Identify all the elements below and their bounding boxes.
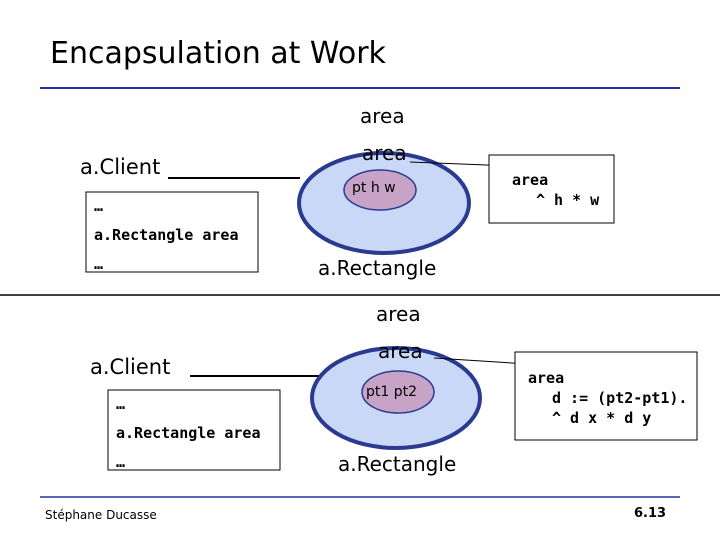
- top-object-label: a.Rectangle: [318, 256, 437, 280]
- bottom-client-line: …: [116, 395, 126, 413]
- bottom-message-inner: area: [378, 339, 423, 363]
- bottom-client-line: a.Rectangle area: [116, 424, 261, 442]
- page-number: 6.13: [634, 506, 667, 521]
- bottom-client-code: … a.Rectangle area …: [116, 390, 261, 477]
- bottom-message-link: [433, 357, 529, 365]
- bottom-method-line: ^ d x * d y: [552, 409, 652, 427]
- top-client-line: …: [94, 255, 104, 273]
- bottom-client-line: …: [116, 453, 126, 471]
- bottom-state-vars: pt1 pt2: [366, 384, 418, 400]
- top-state-vars: pt h w: [352, 180, 396, 196]
- top-method-box: [488, 154, 615, 224]
- bottom-client-label: a.Client: [90, 355, 171, 379]
- top-message-outer: area: [360, 104, 405, 128]
- top-client-line: …: [94, 197, 104, 215]
- bottom-method-box: [514, 351, 698, 441]
- bottom-object-inner: [361, 370, 435, 414]
- slide-title: Encapsulation at Work: [50, 36, 386, 71]
- top-client-line: a.Rectangle area: [94, 226, 239, 244]
- bottom-object-label: a.Rectangle: [338, 452, 457, 476]
- bottom-method-line: area: [528, 369, 565, 387]
- bottom-message-outer: area: [376, 302, 421, 326]
- bottom-client-box: [107, 389, 281, 471]
- top-method-line: ^ h * w: [536, 191, 600, 209]
- top-method-text: area ^ h * w: [512, 170, 599, 210]
- top-client-label: a.Client: [80, 155, 161, 179]
- top-client-box: [85, 191, 259, 273]
- bottom-method-line: d := (pt2-pt1).: [552, 389, 688, 407]
- top-object-inner: [343, 169, 417, 211]
- footer-author: Stéphane Ducasse: [45, 508, 157, 522]
- top-message-inner: area: [362, 141, 407, 165]
- top-client-code: … a.Rectangle area …: [94, 192, 239, 279]
- top-method-line: area: [512, 171, 549, 189]
- bottom-method-text: area d := (pt2-pt1). ^ d x * d y: [528, 368, 687, 428]
